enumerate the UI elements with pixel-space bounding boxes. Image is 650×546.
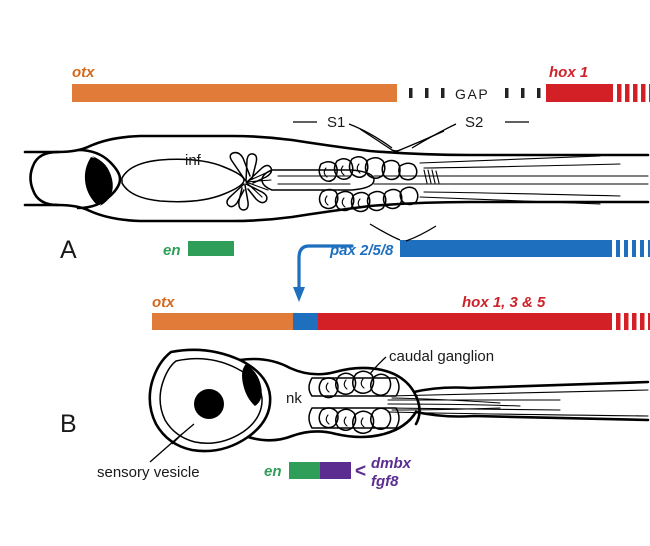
track-top-otx bbox=[72, 84, 397, 102]
nucleus-dot-b bbox=[194, 389, 224, 419]
track-en-a bbox=[188, 241, 234, 256]
caudal-ganglion-leader bbox=[369, 356, 387, 375]
track-bottom-hox bbox=[318, 313, 650, 330]
pigment-spot-b bbox=[242, 364, 262, 406]
otx-label-top: otx bbox=[72, 64, 95, 81]
en-label-b: en bbox=[264, 463, 282, 480]
track-bottom-otx bbox=[152, 313, 293, 330]
hox1-label: hox 1 bbox=[549, 64, 588, 81]
pax-label: pax 2/5/8 bbox=[329, 242, 394, 259]
larval-body-outline-a bbox=[23, 134, 650, 223]
panel-a-letter: A bbox=[60, 236, 77, 264]
en-label-a: en bbox=[163, 242, 181, 259]
visceral-ganglion-cells-lower bbox=[318, 186, 419, 213]
caudal-ganglion-cells-lower bbox=[308, 407, 400, 434]
sensory-vesicle-leader bbox=[149, 423, 195, 463]
gap-label: GAP bbox=[455, 86, 489, 102]
inf-label: inf bbox=[185, 152, 202, 169]
hox135-label: hox 1, 3 & 5 bbox=[462, 294, 546, 311]
panel-b-letter: B bbox=[60, 410, 77, 438]
track-en-b bbox=[289, 462, 320, 479]
pax-arrow bbox=[293, 244, 354, 302]
tail-nerve-strands-b bbox=[387, 389, 649, 417]
visceral-ganglion-cells-upper bbox=[318, 156, 418, 182]
track-pax bbox=[400, 240, 650, 257]
sensory-attachment-curves-a bbox=[359, 128, 445, 242]
s2-label: S2 bbox=[465, 114, 483, 131]
infundibular-organ bbox=[226, 151, 273, 211]
s1-s2-tick-marks bbox=[293, 121, 529, 149]
nk-label: nk bbox=[286, 390, 302, 407]
track-dmbx-fgf8 bbox=[320, 462, 351, 479]
track-top-hox bbox=[546, 84, 650, 102]
s1-label: S1 bbox=[327, 114, 345, 131]
otx-label-bottom: otx bbox=[152, 294, 175, 311]
fgf8-label: fgf8 bbox=[371, 473, 399, 490]
dmbx-label: dmbx bbox=[371, 455, 412, 472]
track-bottom-pax-segment bbox=[293, 313, 318, 330]
track-top-gap-dashes bbox=[409, 88, 541, 98]
sensory-vesicle-label: sensory vesicle bbox=[97, 464, 200, 481]
angle-bracket-icon: < bbox=[355, 461, 366, 482]
sensory-vesicle-a bbox=[121, 158, 245, 203]
caudal-ganglion-label: caudal ganglion bbox=[389, 348, 494, 365]
tail-nerve-strands-a bbox=[373, 155, 649, 205]
